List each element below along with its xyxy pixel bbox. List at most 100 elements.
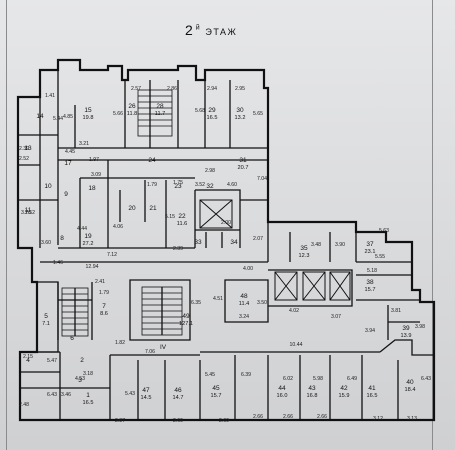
room-number-1: 1	[86, 392, 90, 399]
room-number-26: 26	[128, 103, 136, 110]
dimension-label: 2.41	[95, 279, 105, 285]
room-number-7: 7	[102, 303, 106, 310]
stair-label: IV	[160, 344, 167, 351]
dimension-label: 3.94	[365, 328, 375, 334]
room-area-26: 11.8	[127, 111, 137, 117]
dimension-label: 3.98	[415, 324, 425, 330]
room-area-47: 14.5	[141, 395, 152, 401]
dimension-label: 3.81	[391, 308, 401, 314]
dimension-label: 7.06	[145, 349, 155, 355]
room-area-22: 11.6	[177, 221, 187, 227]
room-number-48: 48	[240, 293, 248, 300]
dimension-label: 2.86	[167, 86, 177, 92]
room-area-39: 13.9	[401, 333, 412, 339]
room-area-46: 14.7	[173, 395, 184, 401]
room-area-5: 7.1	[42, 321, 50, 327]
dimension-label: 1.46	[53, 260, 63, 266]
room-number-17: 17	[64, 160, 72, 167]
dimension-label: 1.79	[147, 182, 157, 188]
dimension-label: 4.85	[63, 114, 73, 120]
dimension-label: 6.02	[283, 376, 293, 382]
shaft-symbols	[199, 199, 351, 301]
dimension-label: 12.94	[86, 264, 99, 270]
room-number-46: 46	[174, 387, 182, 394]
dimension-label: 5.43	[125, 391, 135, 397]
room-number-42: 42	[340, 385, 348, 392]
dimension-label: 2.69	[173, 418, 183, 424]
dimension-label: 2.52	[19, 156, 29, 162]
room-number-6: 6	[70, 335, 74, 342]
dimension-label: 6.35	[191, 300, 201, 306]
dimension-label: 3.07	[331, 314, 341, 320]
room-area-43: 16.8	[307, 393, 318, 399]
dimension-label: 3.21	[79, 141, 89, 147]
room-number-31: 31	[239, 157, 247, 164]
dimension-label: 3.12	[373, 416, 383, 422]
dimension-label: 2.52	[25, 210, 35, 216]
room-area-45: 15.7	[211, 393, 222, 399]
floor-number: 2	[185, 22, 194, 38]
room-number-29: 29	[208, 107, 216, 114]
dimension-label: 2.66	[253, 414, 263, 420]
room-number-45: 45	[212, 385, 220, 392]
room-number-41: 41	[368, 385, 376, 392]
dimension-label: 3.09	[91, 172, 101, 178]
dimension-label: 5.55	[375, 254, 385, 260]
room-area-38: 15.7	[365, 287, 376, 293]
room-number-40: 40	[406, 379, 414, 386]
room-area-40: 18.4	[405, 387, 416, 393]
dimension-label: 3.90	[335, 242, 345, 248]
room-number-34: 34	[230, 239, 238, 246]
dimension-label: 4.60	[227, 182, 237, 188]
dimension-label: 3.13	[407, 416, 417, 422]
room-number-28: 28	[156, 103, 164, 110]
dimension-label: 5.65	[253, 111, 263, 117]
room-area-49: 127.1	[179, 321, 193, 327]
dimension-label: 1.82	[115, 340, 125, 346]
room-labels: 116.523457.1678.689101113141519.81718192…	[24, 103, 415, 406]
sheet-edge-left	[6, 0, 7, 450]
dimension-label: 3.60	[41, 240, 51, 246]
room-number-37: 37	[366, 241, 374, 248]
dimension-label: 2.98	[205, 168, 215, 174]
dimension-label: 1.79	[99, 290, 109, 296]
dimension-label: 6.43	[421, 376, 431, 382]
dimension-label: 7.12	[107, 252, 117, 258]
room-area-31: 20.7	[238, 165, 249, 171]
room-number-22: 22	[178, 213, 186, 220]
dimension-label: 2.94	[207, 86, 217, 92]
dimension-label: 2.48	[19, 402, 29, 408]
room-area-41: 16.5	[367, 393, 378, 399]
dimension-label: 3.24	[239, 314, 249, 320]
room-number-33: 33	[194, 239, 202, 246]
dimension-label: 5.98	[313, 376, 323, 382]
dimension-label: 5.66	[113, 111, 123, 117]
room-number-5: 5	[44, 313, 48, 320]
dimension-label: 4.44	[77, 226, 87, 232]
room-number-49: 49	[182, 313, 190, 320]
room-number-35: 35	[300, 245, 308, 252]
staircases	[61, 89, 183, 337]
room-number-24: 24	[148, 157, 156, 164]
dimension-label: 4.45	[65, 149, 75, 155]
dimension-label: 2.39	[173, 246, 183, 252]
room-area-37: 23.1	[365, 249, 376, 255]
dimension-label: 2.66	[317, 414, 327, 420]
dimension-label: 4.51	[213, 296, 223, 302]
dimension-label: 2.07	[253, 236, 263, 242]
dimension-label: 3.46	[61, 392, 71, 398]
room-number-4: 4	[26, 357, 30, 364]
room-area-19: 27.2	[83, 241, 94, 247]
dimension-label: 5.68	[195, 108, 205, 114]
dimension-label: 2.95	[235, 86, 245, 92]
room-number-32: 32	[206, 183, 214, 190]
dimension-label: 3.76	[21, 210, 31, 216]
room-number-43: 43	[308, 385, 316, 392]
room-number-30: 30	[236, 107, 244, 114]
dimension-label: 5.15	[165, 214, 175, 220]
room-number-9: 9	[64, 191, 68, 198]
floor-word: ЭТАЖ	[205, 27, 238, 37]
dimension-label: 3.18	[83, 371, 93, 377]
